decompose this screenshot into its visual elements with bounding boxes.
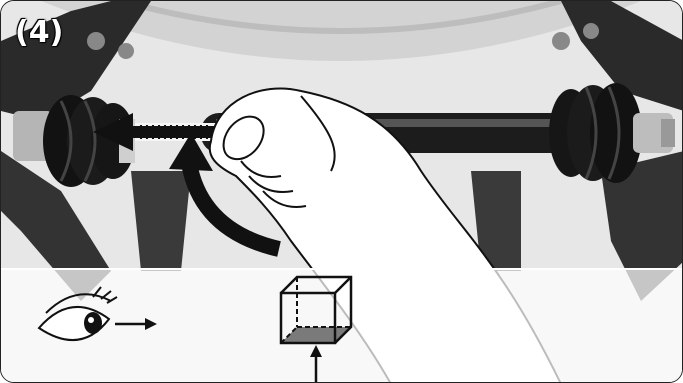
step-number: (4): [15, 15, 63, 50]
